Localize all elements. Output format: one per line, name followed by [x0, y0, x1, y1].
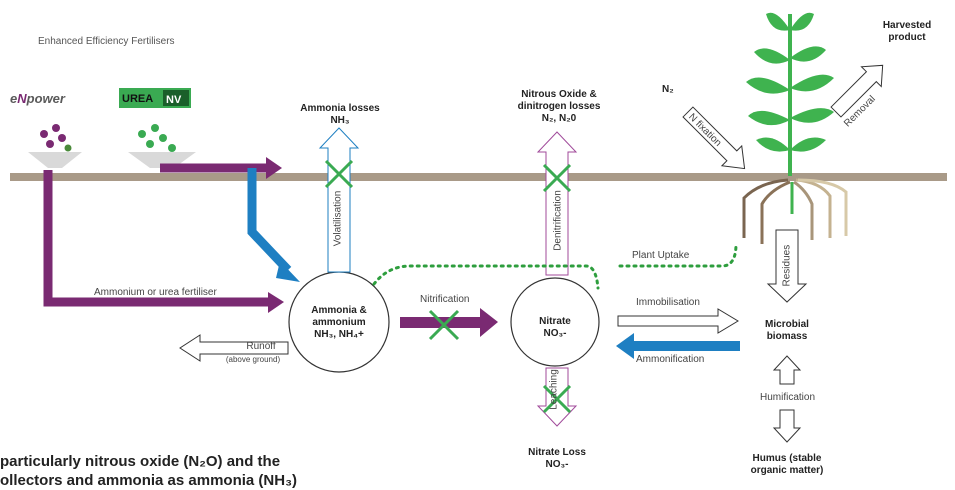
- arrow-icon: [276, 261, 300, 282]
- bottom-caption-line-1: particularly nitrous oxide (N₂O) and the: [0, 453, 281, 470]
- microbial-label-1: Microbial: [765, 319, 809, 330]
- svg-text:NV: NV: [166, 94, 182, 106]
- green-x-icon: [542, 384, 572, 414]
- green-urea-logo: UREA NV: [119, 88, 191, 108]
- nitrate-pool-text: Nitrate NO₃-: [515, 316, 595, 340]
- enpower-logo: eNpower: [10, 91, 65, 106]
- ammonia-losses-label: Ammonia losses: [300, 103, 380, 114]
- nitrate-pool-line-2: NO₃-: [543, 328, 567, 339]
- bottom-caption: particularly nitrous oxide (N₂O) and the…: [0, 452, 297, 490]
- harvested-label-2: product: [888, 32, 926, 43]
- humification-arrows: [772, 355, 802, 443]
- immobilisation-label: Immobilisation: [636, 297, 700, 308]
- harvested-label-1: Harvested: [882, 20, 932, 31]
- ammonium-urea-label: Ammonium or urea fertiliser: [94, 287, 217, 298]
- svg-text:UREA: UREA: [122, 93, 153, 105]
- immobilisation-arrow: [617, 308, 739, 334]
- fertiliser-bowl-icon: [28, 124, 82, 168]
- nitrate-loss-label-1: Nitrate Loss: [528, 447, 586, 458]
- purple-fertiliser-arrow: [43, 163, 270, 307]
- soil-surface: [10, 173, 947, 181]
- denitrification-label: Denitrification: [552, 190, 564, 251]
- humus-label-2: organic matter): [750, 465, 824, 476]
- ammonification-label: Ammonification: [636, 354, 705, 365]
- bottom-caption-line-2: ollectors and ammonia as ammonia (NH₃): [0, 472, 298, 489]
- ammonia-pool-line-2: ammonium: [312, 317, 366, 328]
- ammonia-pool-line-1: Ammonia &: [311, 305, 367, 316]
- residues-label: Residues: [781, 244, 793, 287]
- plant-uptake-path: [372, 242, 738, 290]
- runoff-sub-label: (above ground): [225, 355, 281, 364]
- nitrification-label: Nitrification: [420, 294, 470, 305]
- fertiliser-bowl-icon: [128, 124, 196, 168]
- root-icon: [742, 178, 848, 244]
- volatilisation-label: Volatilisation: [332, 190, 344, 247]
- runoff-arrow: [179, 334, 289, 362]
- blue-fertiliser-arrow: [247, 168, 292, 274]
- green-x-icon: [542, 163, 572, 193]
- removal-arrow: [830, 64, 884, 118]
- arrow-icon: [480, 308, 498, 337]
- arrow-icon: [266, 157, 282, 179]
- nitrous-losses-label-1: Nitrous Oxide &: [521, 89, 597, 100]
- microbial-label-2: biomass: [766, 331, 808, 342]
- humification-label: Humification: [760, 392, 816, 403]
- nitrate-pool-line-1: Nitrate: [539, 316, 571, 327]
- nitrate-pool-circle: [510, 277, 600, 367]
- residues-arrow: [766, 229, 808, 303]
- n-fixation-arrow: [682, 106, 746, 170]
- nitrate-loss-label-2: NO₃-: [545, 459, 569, 470]
- nitrous-losses-label-2: dinitrogen losses: [517, 101, 601, 112]
- nh3-label: NH₃: [330, 115, 350, 126]
- n2-label: N₂: [662, 84, 674, 95]
- plant-icon: [746, 12, 834, 176]
- green-x-icon: [428, 309, 460, 341]
- ammonification-arrow: [632, 341, 740, 351]
- runoff-label: Runoff: [246, 341, 276, 352]
- nitrous-losses-label-3: N₂, N₂0: [541, 113, 577, 124]
- humus-label-1: Humus (stable: [752, 453, 822, 464]
- arrow-icon: [616, 333, 634, 359]
- ammonia-pool-text: Ammonia & ammonium NH₃, NH₄+: [294, 305, 384, 341]
- leaching-label: Leaching: [548, 369, 560, 410]
- green-x-icon: [324, 159, 354, 189]
- page-title: Enhanced Efficiency Fertilisers: [38, 36, 175, 47]
- ammonia-pool-line-3: NH₃, NH₄+: [314, 329, 364, 340]
- arrow-icon: [268, 292, 284, 313]
- plant-uptake-label: Plant Uptake: [632, 250, 690, 261]
